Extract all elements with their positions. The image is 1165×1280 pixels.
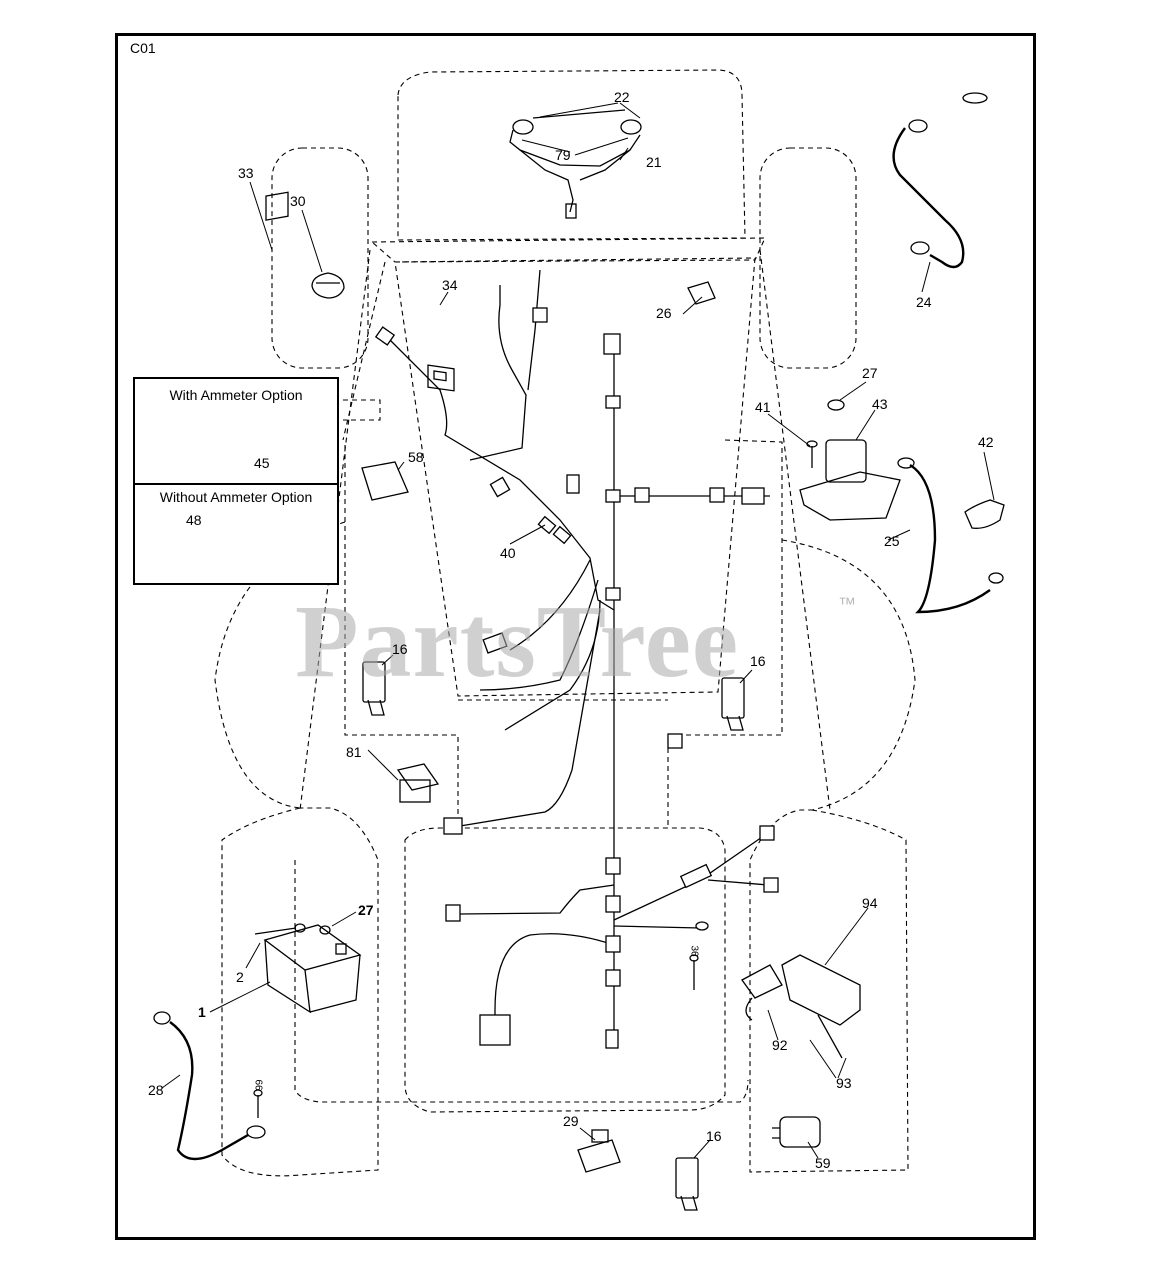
callout-93: 93 [836, 1075, 852, 1091]
callout-27-battery: 27 [358, 902, 374, 918]
sensor-92 [741, 964, 783, 1021]
trademark-symbol: ™ [838, 594, 856, 614]
callout-48: 48 [186, 512, 202, 528]
battery-cable-24 [892, 92, 988, 269]
callout-43: 43 [872, 396, 888, 412]
callout-66: 66 [252, 1079, 264, 1091]
callout-16-bottom: 16 [706, 1128, 722, 1144]
harness-connectors [374, 307, 779, 1049]
plunger-switch-16-right [721, 677, 745, 731]
callout-59: 59 [815, 1155, 831, 1171]
module-59 [772, 1116, 821, 1148]
plunger-switch-16-left [362, 661, 386, 716]
battery-1 [254, 923, 362, 1014]
parts-tree-watermark: PartsTree [295, 584, 740, 699]
callout-79: 79 [555, 147, 571, 163]
diagram-code: C01 [130, 40, 156, 56]
bolt-36 [689, 954, 699, 990]
ammeter-block-58 [361, 461, 409, 501]
cable-25 [897, 457, 1004, 614]
callout-36: 36 [688, 945, 700, 957]
callout-81: 81 [346, 744, 362, 760]
callout-1: 1 [198, 1004, 206, 1020]
fuse-26 [687, 281, 716, 305]
callout-34: 34 [442, 277, 458, 293]
callout-27-top: 27 [862, 365, 878, 381]
callout-22: 22 [614, 89, 630, 105]
solenoid-43 [799, 399, 901, 521]
callout-94: 94 [862, 895, 878, 911]
callout-33: 33 [238, 165, 254, 181]
switch-29 [577, 1129, 621, 1173]
bracket-94 [781, 954, 861, 1059]
callout-16-right: 16 [750, 653, 766, 669]
callout-41: 41 [755, 399, 771, 415]
callout-29: 29 [563, 1113, 579, 1129]
with-ammeter-option-label: With Ammeter Option [169, 387, 303, 403]
boot-42 [964, 499, 1005, 529]
callout-40: 40 [500, 545, 516, 561]
relay-81 [396, 763, 440, 803]
callout-16-left: 16 [392, 641, 408, 657]
without-ammeter-option-label: Without Ammeter Option [159, 489, 313, 505]
rocker-switch-34 [427, 364, 455, 392]
callout-30: 30 [290, 193, 306, 209]
inset-divider [135, 483, 337, 485]
callout-2: 2 [236, 969, 244, 985]
ammeter-option-inset: With Ammeter Option Without Ammeter Opti… [133, 377, 339, 585]
bolt-66 [253, 1089, 263, 1118]
callout-24: 24 [916, 294, 932, 310]
main-wire-harness [389, 269, 770, 1040]
cable-28 [153, 1011, 266, 1161]
callout-92: 92 [772, 1037, 788, 1053]
callout-26: 26 [656, 305, 672, 321]
ignition-key-switch [265, 191, 345, 299]
callout-28: 28 [148, 1082, 164, 1098]
plunger-switch-16-bottom [675, 1157, 699, 1211]
callout-21: 21 [646, 154, 662, 170]
callout-42: 42 [978, 434, 994, 450]
headlight-harness [509, 109, 642, 219]
callout-45: 45 [254, 455, 270, 471]
drawing-frame [115, 33, 1036, 1240]
callout-25: 25 [884, 533, 900, 549]
callout-58: 58 [408, 449, 424, 465]
callout-leaders [161, 102, 995, 1159]
